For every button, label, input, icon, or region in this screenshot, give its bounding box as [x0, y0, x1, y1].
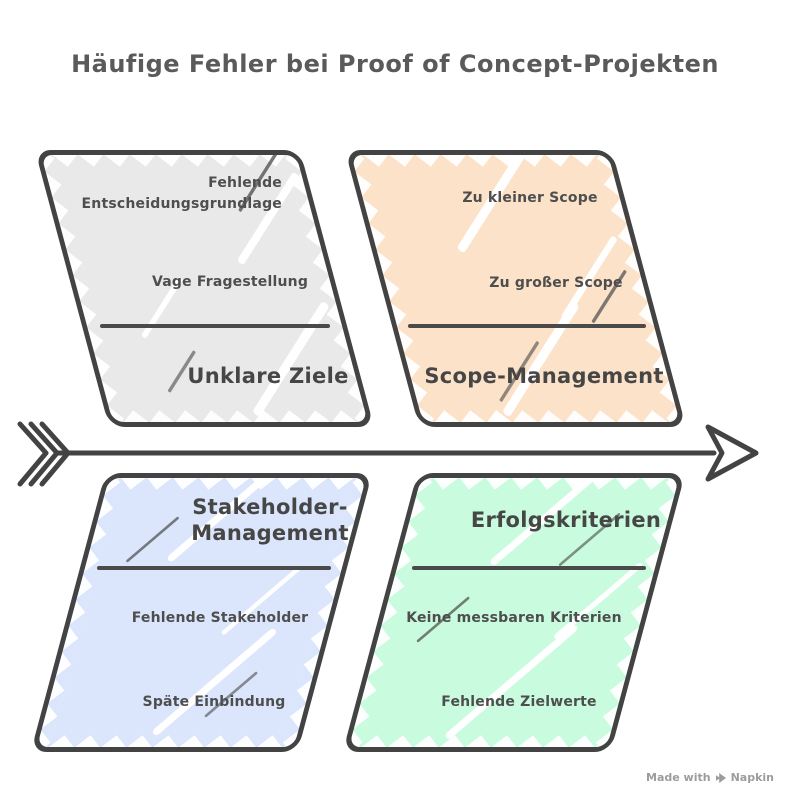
category-divider	[97, 566, 331, 570]
category-divider	[100, 324, 330, 328]
category-label: Scope-Management	[424, 364, 664, 388]
sketch-slash	[251, 300, 330, 418]
cause-item: Keine messbaren Kriterien	[406, 610, 622, 626]
fletching-icon	[28, 421, 60, 487]
cause-item: Fehlende Entscheidungsgrundlage	[81, 175, 282, 212]
cause-item: Zu großer Scope	[489, 275, 623, 291]
category-divider	[412, 566, 646, 570]
sketch-slash	[501, 300, 580, 418]
spine-arrow	[17, 421, 759, 487]
arrowhead-icon	[705, 424, 759, 482]
fletching-icon	[17, 421, 49, 487]
watermark-brand: Napkin	[730, 771, 774, 784]
cause-item: Vage Fragestellung	[151, 274, 309, 290]
napkin-logo-icon	[715, 772, 726, 783]
cause-item: Zu kleiner Scope	[462, 190, 598, 206]
category-label: Unklare Ziele	[187, 364, 349, 388]
fletching-icon	[39, 421, 71, 487]
cause-item: Späte Einbindung	[142, 694, 286, 710]
watermark-text: Made with	[646, 771, 711, 784]
cause-item: Fehlende Stakeholder	[131, 610, 309, 626]
sketch-slash	[444, 623, 579, 741]
category-label: Erfolgskriterien	[470, 508, 662, 532]
page-title: Häufige Fehler bei Proof of Concept-Proj…	[71, 50, 719, 78]
category-divider	[408, 324, 646, 328]
cause-item: Fehlende Zielwerte	[441, 694, 597, 710]
sketch-slash	[151, 627, 278, 737]
watermark: Made with Napkin	[646, 771, 774, 784]
category-label: Stakeholder-Management	[191, 495, 349, 545]
